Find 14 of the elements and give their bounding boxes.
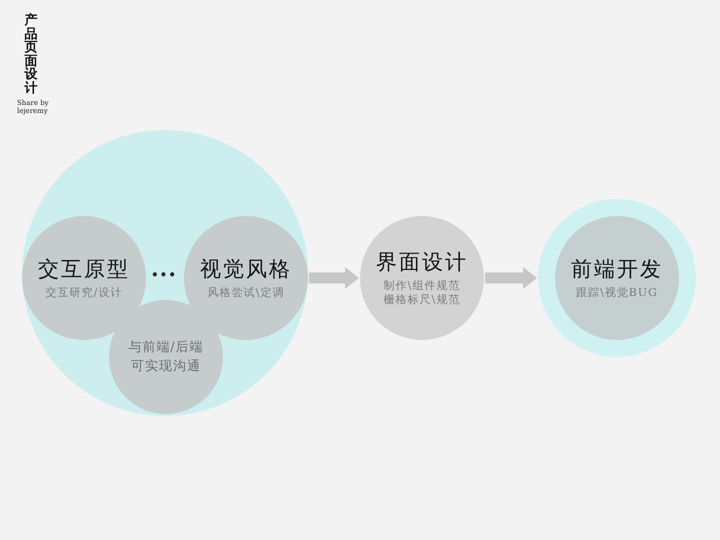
node-subtitle: 栅格标尺\规范 xyxy=(384,293,460,307)
node-subtitle: 风格尝试\定调 xyxy=(208,286,284,300)
title: 产品页面设计 xyxy=(24,14,38,95)
node-title: 前端开发 xyxy=(571,256,663,282)
node-title: 界面设计 xyxy=(376,249,468,275)
node-text: 与前端/后端可实现沟通 xyxy=(127,339,205,376)
arrow xyxy=(308,267,359,289)
node-subtitle: 跟踪\视觉BUG xyxy=(576,286,658,300)
node-title: 交互原型 xyxy=(38,256,130,282)
arrow xyxy=(485,267,537,289)
node-title: 视觉风格 xyxy=(200,256,292,282)
node-subtitle: 制作\组件规范 xyxy=(384,279,460,293)
node-subtitle: 交互研究/设计 xyxy=(46,286,122,300)
ellipsis-text: ... xyxy=(151,258,177,280)
